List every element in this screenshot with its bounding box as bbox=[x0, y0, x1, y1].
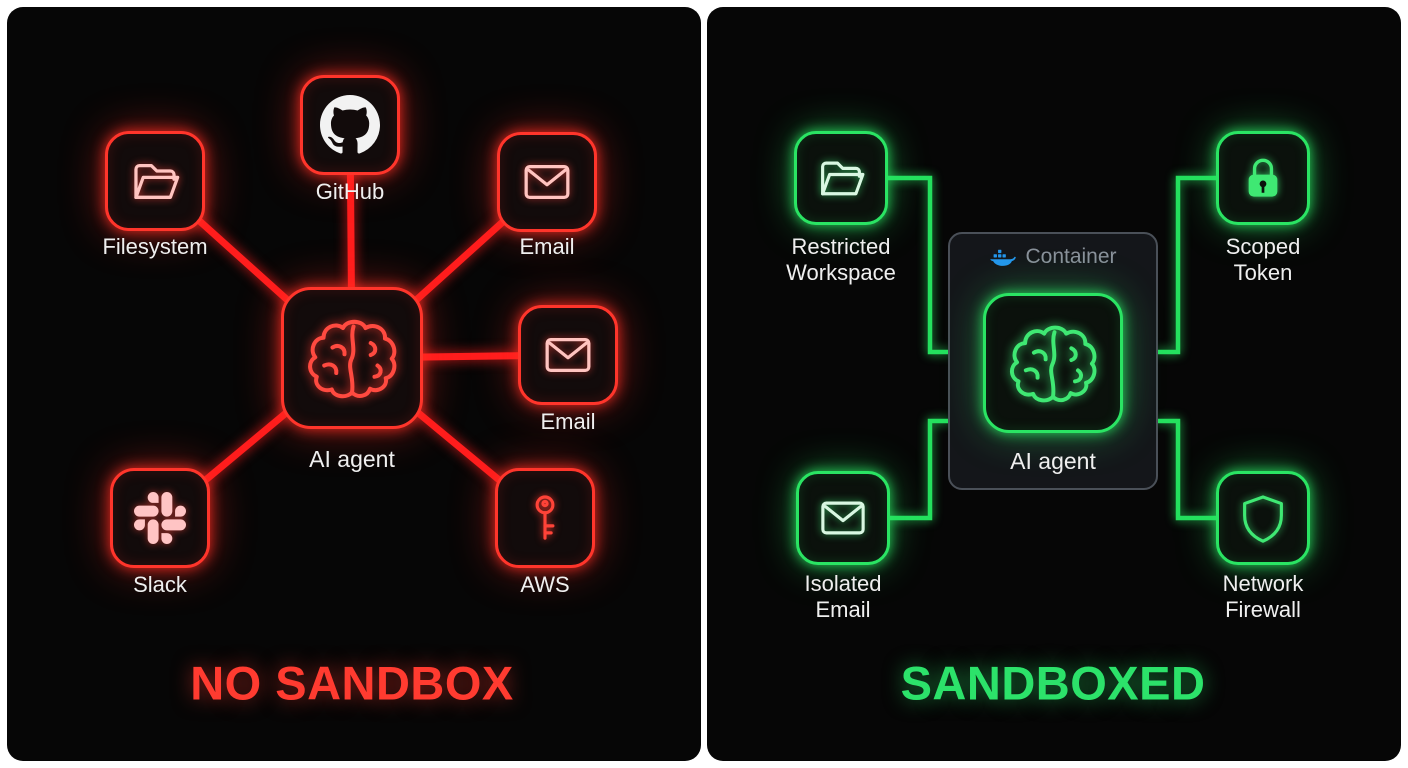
ai-agent-label-right: AI agent bbox=[1010, 448, 1096, 474]
aws-label: AWS bbox=[520, 572, 570, 597]
isolated-email-label-line2: Email bbox=[815, 597, 871, 622]
email-right-tile bbox=[518, 305, 618, 405]
brain-icon bbox=[1009, 325, 1097, 403]
isolated-email-label: Isolated Email bbox=[804, 571, 881, 623]
folder-icon bbox=[134, 163, 180, 199]
container-header: Container bbox=[950, 245, 1156, 269]
email-right-label: Email bbox=[540, 409, 596, 434]
email-top-label: Email bbox=[519, 234, 575, 259]
restricted-workspace-label-line1: Restricted bbox=[791, 234, 891, 259]
ai-agent-tile-right bbox=[983, 293, 1123, 433]
brain-icon bbox=[308, 319, 397, 399]
shield-icon bbox=[1243, 495, 1283, 543]
slack-label: Slack bbox=[133, 572, 187, 597]
network-firewall-tile bbox=[1216, 471, 1310, 565]
restricted-workspace-label-line2: Workspace bbox=[786, 260, 896, 285]
scoped-token-tile bbox=[1216, 131, 1310, 225]
github-label: GitHub bbox=[315, 179, 385, 204]
no-sandbox-title: NO SANDBOX bbox=[190, 656, 514, 710]
ai-agent-tile-left bbox=[281, 287, 423, 429]
scoped-token-label: Scoped Token bbox=[1226, 234, 1301, 286]
email-top-tile bbox=[497, 132, 597, 232]
scoped-token-label-line2: Token bbox=[1233, 260, 1293, 285]
slack-tile bbox=[110, 468, 210, 568]
filesystem-label: Filesystem bbox=[102, 234, 208, 259]
aws-tile bbox=[495, 468, 595, 568]
slack-icon bbox=[134, 492, 186, 544]
key-icon bbox=[535, 495, 555, 540]
envelope-icon bbox=[545, 337, 591, 373]
scoped-token-label-line1: Scoped bbox=[1225, 234, 1301, 259]
lock-icon bbox=[1248, 158, 1278, 197]
isolated-email-tile bbox=[796, 471, 890, 565]
folder-icon bbox=[821, 161, 865, 196]
restricted-workspace-tile bbox=[794, 131, 888, 225]
envelope-icon bbox=[524, 164, 570, 200]
network-firewall-label: Network Firewall bbox=[1223, 571, 1304, 623]
envelope-icon bbox=[821, 501, 865, 535]
github-tile bbox=[300, 75, 400, 175]
filesystem-tile bbox=[105, 131, 205, 231]
github-icon bbox=[320, 95, 380, 154]
restricted-workspace-label: Restricted Workspace bbox=[786, 234, 896, 286]
sandboxed-title: SANDBOXED bbox=[900, 656, 1206, 710]
network-firewall-label-line1: Network bbox=[1222, 571, 1304, 596]
docker-icon bbox=[990, 249, 1017, 266]
isolated-email-label-line1: Isolated bbox=[804, 571, 882, 596]
network-firewall-label-line2: Firewall bbox=[1225, 597, 1301, 622]
ai-agent-label-left: AI agent bbox=[309, 446, 395, 472]
container-label: Container bbox=[1025, 245, 1117, 268]
